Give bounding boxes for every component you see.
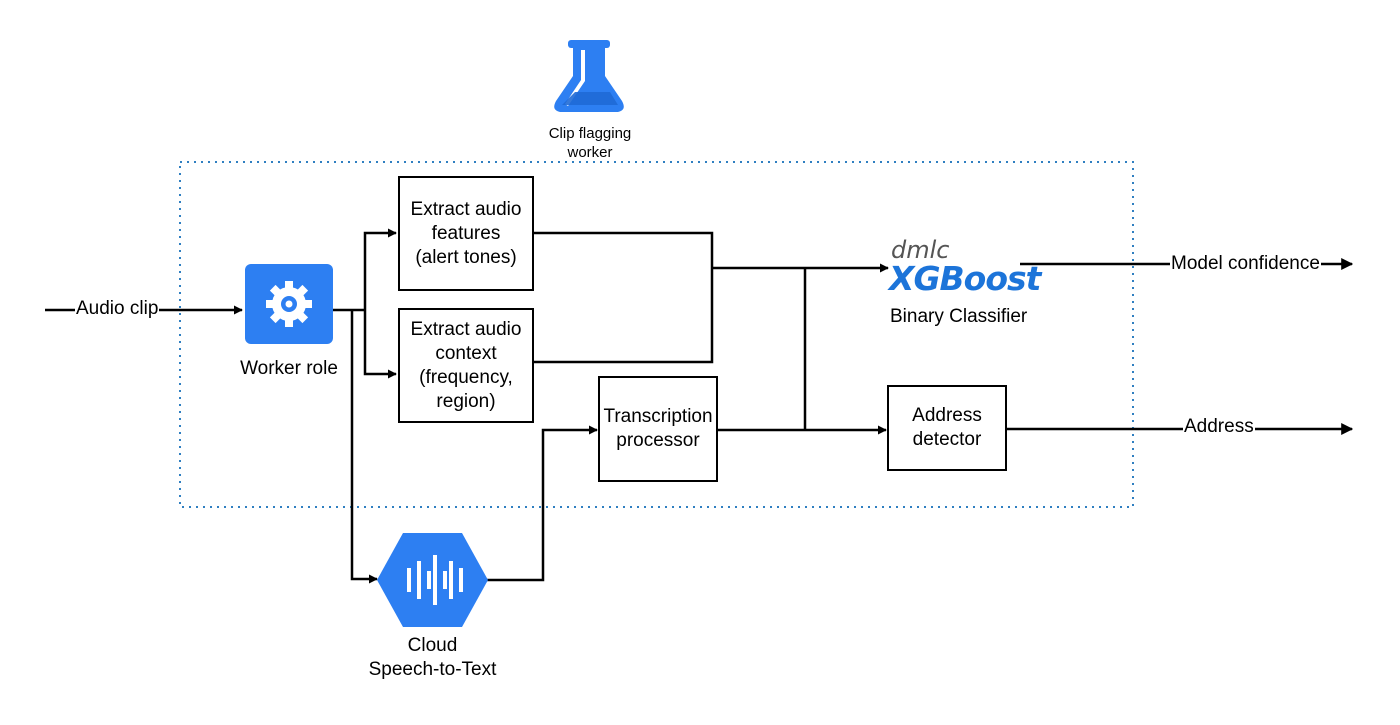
connector-to-extract-features: [363, 228, 397, 310]
connector-context-merge: [533, 268, 714, 364]
connector-speech-to-transcription: [487, 425, 598, 582]
address-label: Address: [1183, 415, 1255, 439]
extract-context-line2: context: [435, 342, 497, 364]
extract-context-box: Extract audio context (frequency, region…: [398, 308, 534, 423]
worker-role-label: Worker role: [240, 358, 338, 379]
speech-to-text-line1: Cloud: [407, 635, 458, 656]
address-detector-box: Address detector: [887, 385, 1007, 471]
extract-context-line4: region): [436, 390, 496, 412]
address-detector-line1: Address: [912, 405, 982, 426]
speech-to-text-label: Cloud Speech-to-Text: [355, 634, 510, 682]
worker-role-tile: [245, 264, 333, 344]
worker-group-title-line1: Clip flagging: [548, 125, 632, 142]
transcription-line2: processor: [616, 430, 700, 451]
gear-icon: [266, 281, 312, 327]
connector-to-extract-context: [363, 310, 397, 379]
flask-icon: [554, 40, 624, 112]
extract-features-line3: (alert tones): [415, 246, 517, 268]
extract-features-box: Extract audio features (alert tones): [398, 176, 534, 291]
extract-features-line1: Extract audio: [410, 198, 522, 220]
transcription-line1: Transcription: [603, 406, 713, 427]
extract-features-line2: features: [431, 222, 501, 244]
model-confidence-label: Model confidence: [1170, 252, 1321, 276]
connector-to-speech: [350, 310, 378, 584]
binary-classifier-label: Binary Classifier: [890, 306, 1028, 327]
worker-group-title-line2: worker: [567, 144, 613, 161]
extract-context-line3: (frequency,: [419, 366, 513, 388]
xgboost-logo-name: XGBoost: [889, 259, 1041, 298]
worker-group-title: Clip flagging worker: [525, 124, 655, 162]
address-detector-line2: detector: [912, 429, 982, 450]
xgboost-logo-prefix: dmlc: [891, 236, 950, 264]
connector-features-merge: [533, 231, 714, 268]
worker-group-boundary: [179, 161, 1134, 508]
speech-waveform-icon: [407, 555, 463, 605]
extract-context-line1: Extract audio: [410, 318, 522, 340]
speech-to-text-line2: Speech-to-Text: [368, 659, 497, 680]
transcription-box: Transcription processor: [598, 376, 718, 482]
speech-to-text-icon: [377, 533, 488, 627]
audio-clip-label: Audio clip: [75, 297, 160, 321]
